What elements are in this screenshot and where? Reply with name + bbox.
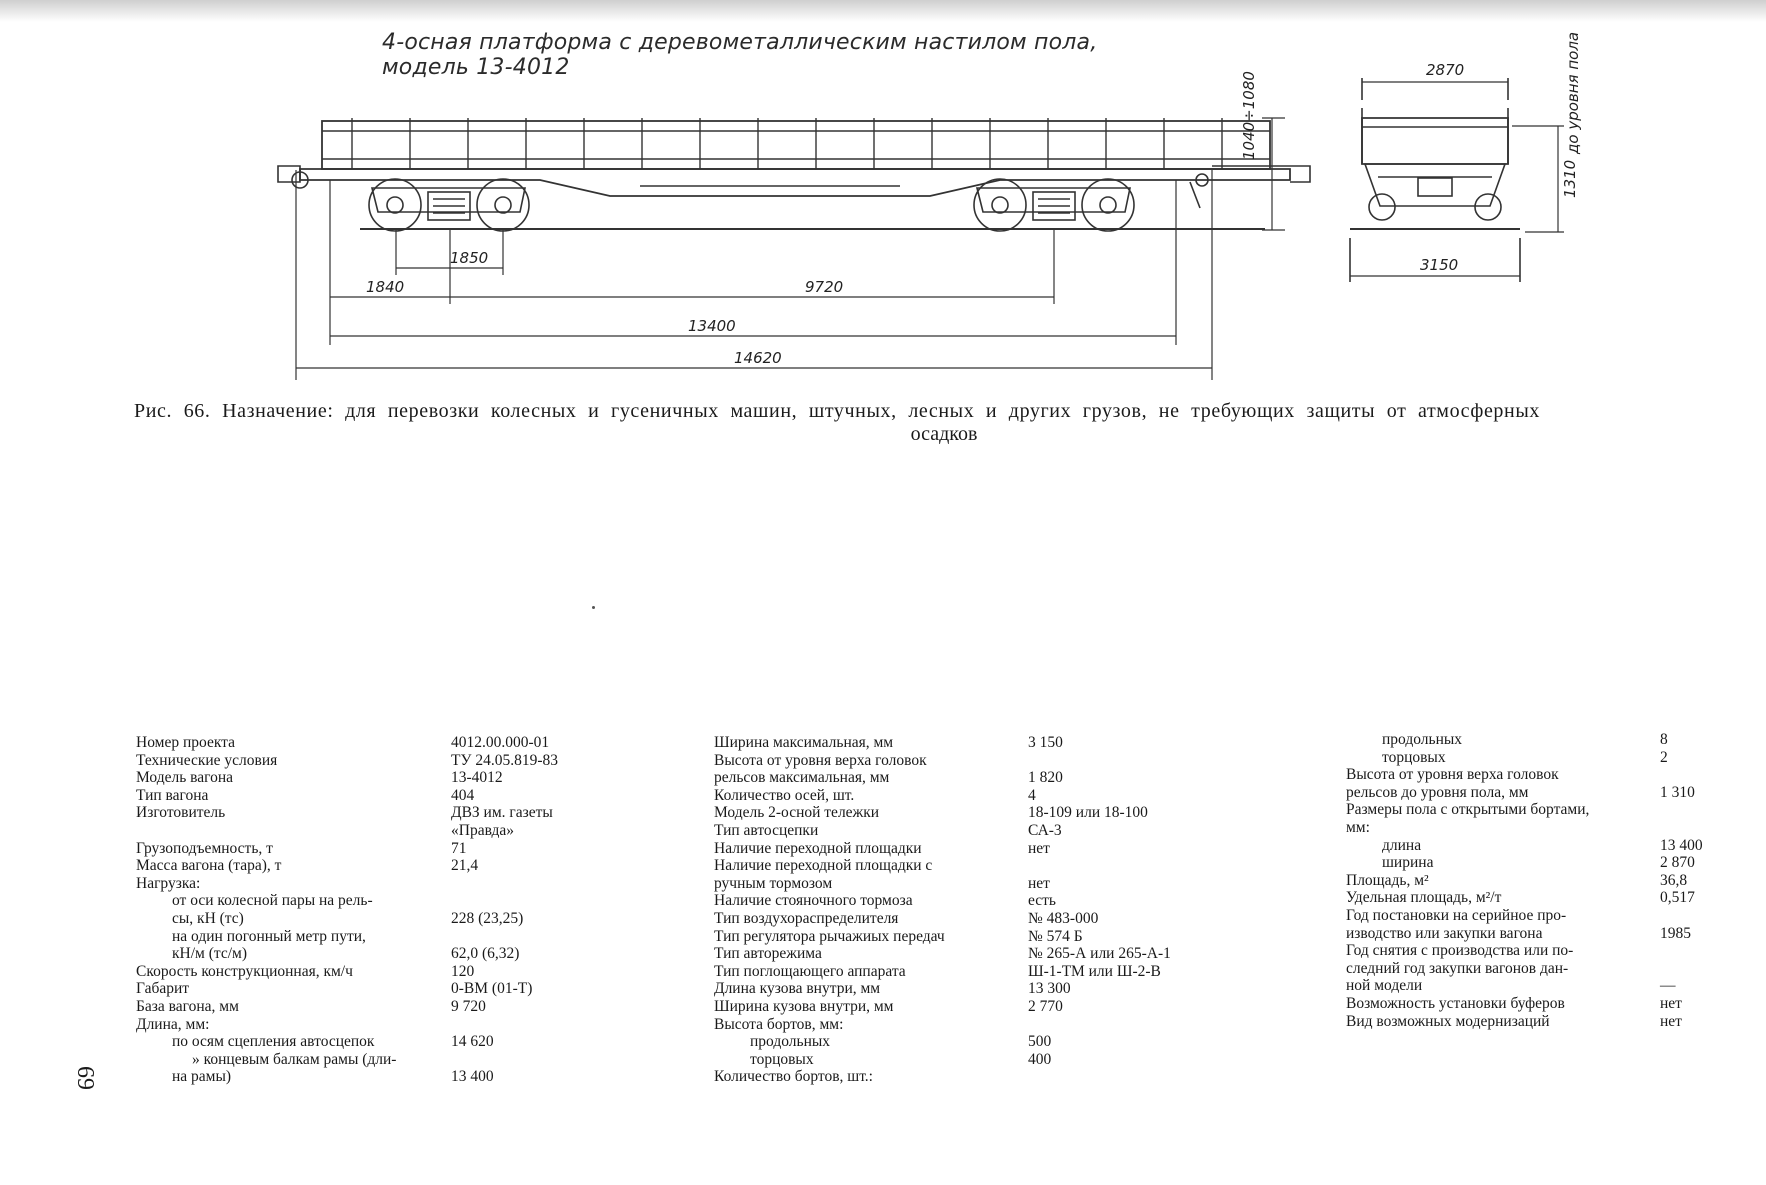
caption-line-1: Рис. 66. Назначение: для перевозки колес… xyxy=(134,400,1540,422)
scan-shadow xyxy=(0,0,1766,22)
spec-row: Длина, мм: xyxy=(136,1015,210,1033)
spec-row: Количество бортов, шт.: xyxy=(714,1068,873,1086)
figure-caption: Рис. 66. Назначение: для перевозки колес… xyxy=(134,400,1754,446)
dim-1850: 1850 xyxy=(450,249,488,267)
spec-row: Год постановки на серийное про- xyxy=(1346,906,1567,924)
spec-row: » концевым балкам рамы (дли- xyxy=(192,1050,397,1068)
spec-row: Количество осей, шт.4 xyxy=(714,786,1036,804)
spec-row: ной модели— xyxy=(1346,977,1676,995)
spec-row: «Правда» xyxy=(451,821,515,839)
drawing-title: 4-осная платформа с деревометаллическим … xyxy=(382,30,1098,80)
spec-row: от оси колесной пары на рель- xyxy=(172,892,373,910)
spec-row: Высота от уровня верха головок xyxy=(714,751,927,769)
spec-row: Размеры пола с открытыми бортами, xyxy=(1346,801,1590,819)
spec-row: кН/м (тс/м)62,0 (6,32) xyxy=(172,945,520,963)
spec-row: на рамы)13 400 xyxy=(172,1068,494,1086)
spec-row: сы, кН (тс)228 (23,25) xyxy=(172,909,524,927)
spec-row: Нагрузка: xyxy=(136,874,201,892)
scan-speck xyxy=(592,606,595,609)
dim-1310: 1310 xyxy=(1561,160,1579,198)
spec-row: Год снятия с производства или по- xyxy=(1346,942,1574,960)
dim-height-range: 1040÷1080 xyxy=(1240,71,1258,160)
dim-9720: 9720 xyxy=(805,278,843,296)
dim-3150: 3150 xyxy=(1420,256,1458,274)
technical-drawing: 1850 1840 9720 13400 14620 1040÷1080 287… xyxy=(277,32,1582,380)
spec-row: мм: xyxy=(1346,818,1370,836)
spec-row: Высота бортов, мм: xyxy=(714,1015,844,1033)
spec-row: на один погонный метр пути, xyxy=(172,927,366,945)
caption-line-2: осадков xyxy=(910,423,978,445)
spec-row: Наличие переходной площадки с xyxy=(714,857,933,875)
spec-row: следний год закупки вагонов дан- xyxy=(1346,959,1569,977)
dim-2870: 2870 xyxy=(1426,61,1464,79)
page-number: 69 xyxy=(72,1066,98,1090)
floor-level-label: до уровня пола xyxy=(1564,32,1582,155)
dim-1840: 1840 xyxy=(366,278,404,296)
dim-13400: 13400 xyxy=(688,317,736,335)
dim-14620: 14620 xyxy=(734,349,782,367)
spec-row: Высота от уровня верха головок xyxy=(1346,766,1559,784)
